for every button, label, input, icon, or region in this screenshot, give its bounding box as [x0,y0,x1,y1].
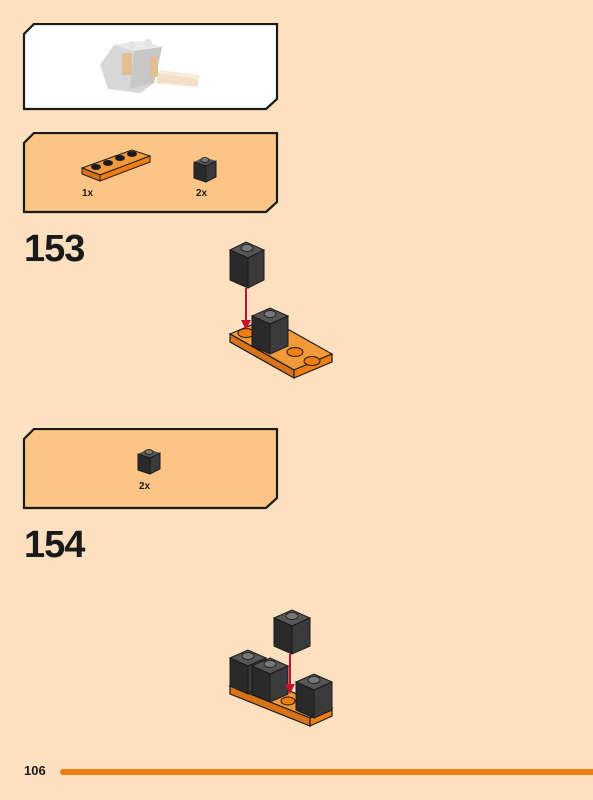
black-brick-new-icon [228,241,266,289]
step-154-illustration [228,609,334,727]
orange-plate-1x4-icon [80,149,152,182]
page-number: 106 [24,763,46,778]
black-brick-placed-icon [294,673,334,719]
black-brick-1x1-icon [137,449,161,475]
step-153-illustration [228,241,334,380]
part-quantity: 2x [196,188,208,199]
black-brick-new-icon [272,609,312,655]
submodel-preview-panel [22,23,279,111]
step-number: 154 [24,524,85,566]
placement-arrow-icon [285,654,295,694]
step-154-parts-panel [22,428,279,510]
placement-arrow-icon [241,288,251,330]
step-153-parts-panel [22,132,279,214]
submodel-preview-icon [100,39,200,93]
part-quantity: 2x [139,481,151,492]
black-brick-placed-icon [250,307,290,355]
black-brick-placed-icon [250,657,290,703]
black-brick-1x1-icon [193,157,217,183]
page-footer-bar [60,769,593,775]
part-quantity: 1x [82,188,94,199]
step-number: 153 [24,228,85,270]
